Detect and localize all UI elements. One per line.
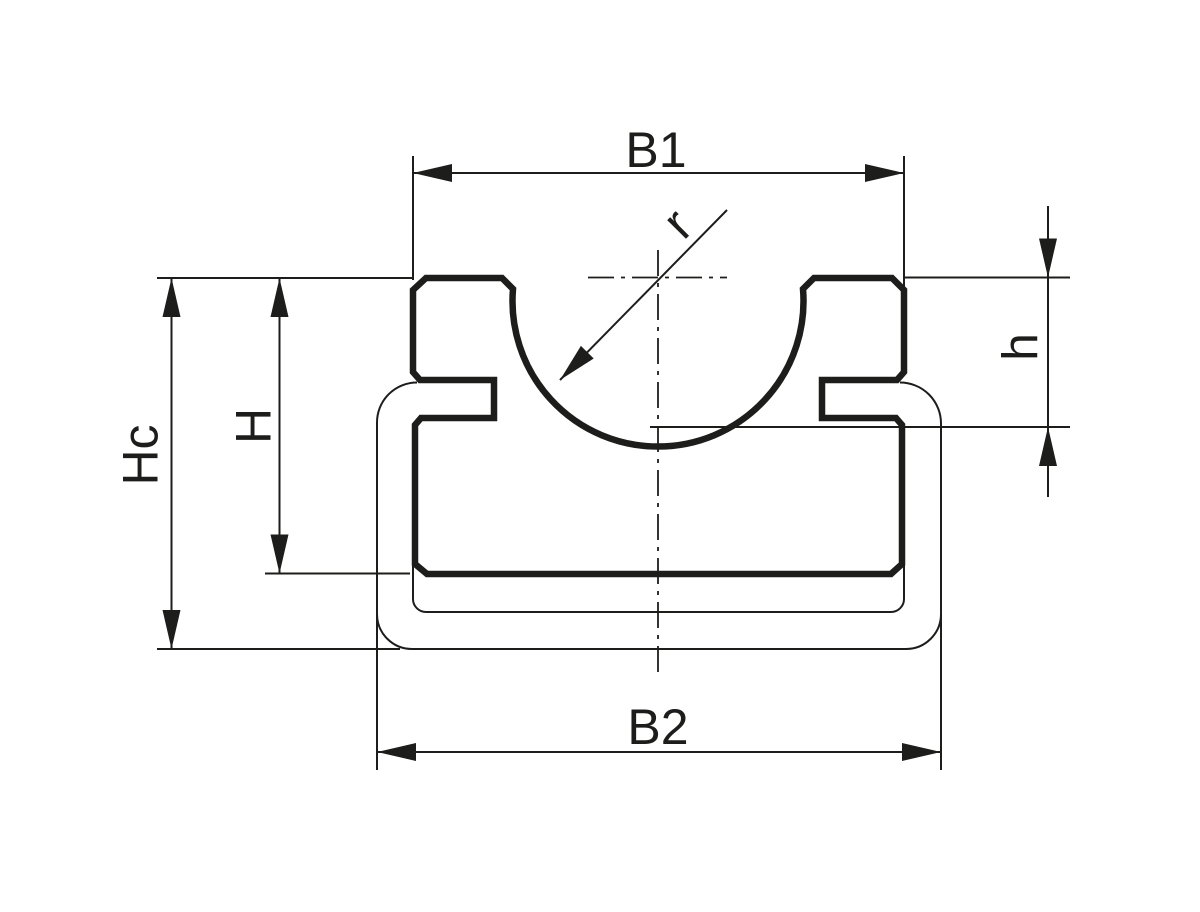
dimension-b2: B2 xyxy=(376,612,942,770)
dimension-b1: B1 xyxy=(412,122,905,292)
hc-arrowhead-top xyxy=(162,278,181,317)
centerlines xyxy=(588,250,727,676)
h-groove-arrowhead-top xyxy=(1039,238,1057,278)
b2-arrowhead-left xyxy=(377,743,416,761)
support-rail xyxy=(376,381,942,650)
b1-arrowhead-left xyxy=(413,164,452,182)
profile-outline xyxy=(409,274,908,578)
h-profile-arrowhead-bottom xyxy=(270,534,289,574)
dimension-h-profile: H xyxy=(226,278,410,575)
dimension-r: r xyxy=(559,198,728,381)
profile-cross-section xyxy=(409,274,908,578)
r-leader-line xyxy=(559,209,728,381)
hc-arrowhead-bottom xyxy=(162,610,181,649)
r-arrowhead xyxy=(560,345,594,380)
b2-dimension-label: B2 xyxy=(627,699,688,755)
dimension-hc: Hc xyxy=(113,277,412,650)
r-dimension-label: r xyxy=(652,198,703,249)
b2-arrowhead-right xyxy=(902,743,941,761)
h-groove-arrowhead-bottom xyxy=(1039,427,1057,466)
rail-outer-contour xyxy=(376,381,942,650)
b1-arrowhead-right xyxy=(865,164,904,182)
dimension-h-groove: h xyxy=(650,206,1070,497)
hc-dimension-label: Hc xyxy=(113,424,169,485)
h-groove-dimension-label: h xyxy=(993,333,1049,361)
b1-dimension-label: B1 xyxy=(625,122,686,178)
h-profile-arrowhead-top xyxy=(270,278,289,317)
h-profile-dimension-label: H xyxy=(226,408,282,444)
